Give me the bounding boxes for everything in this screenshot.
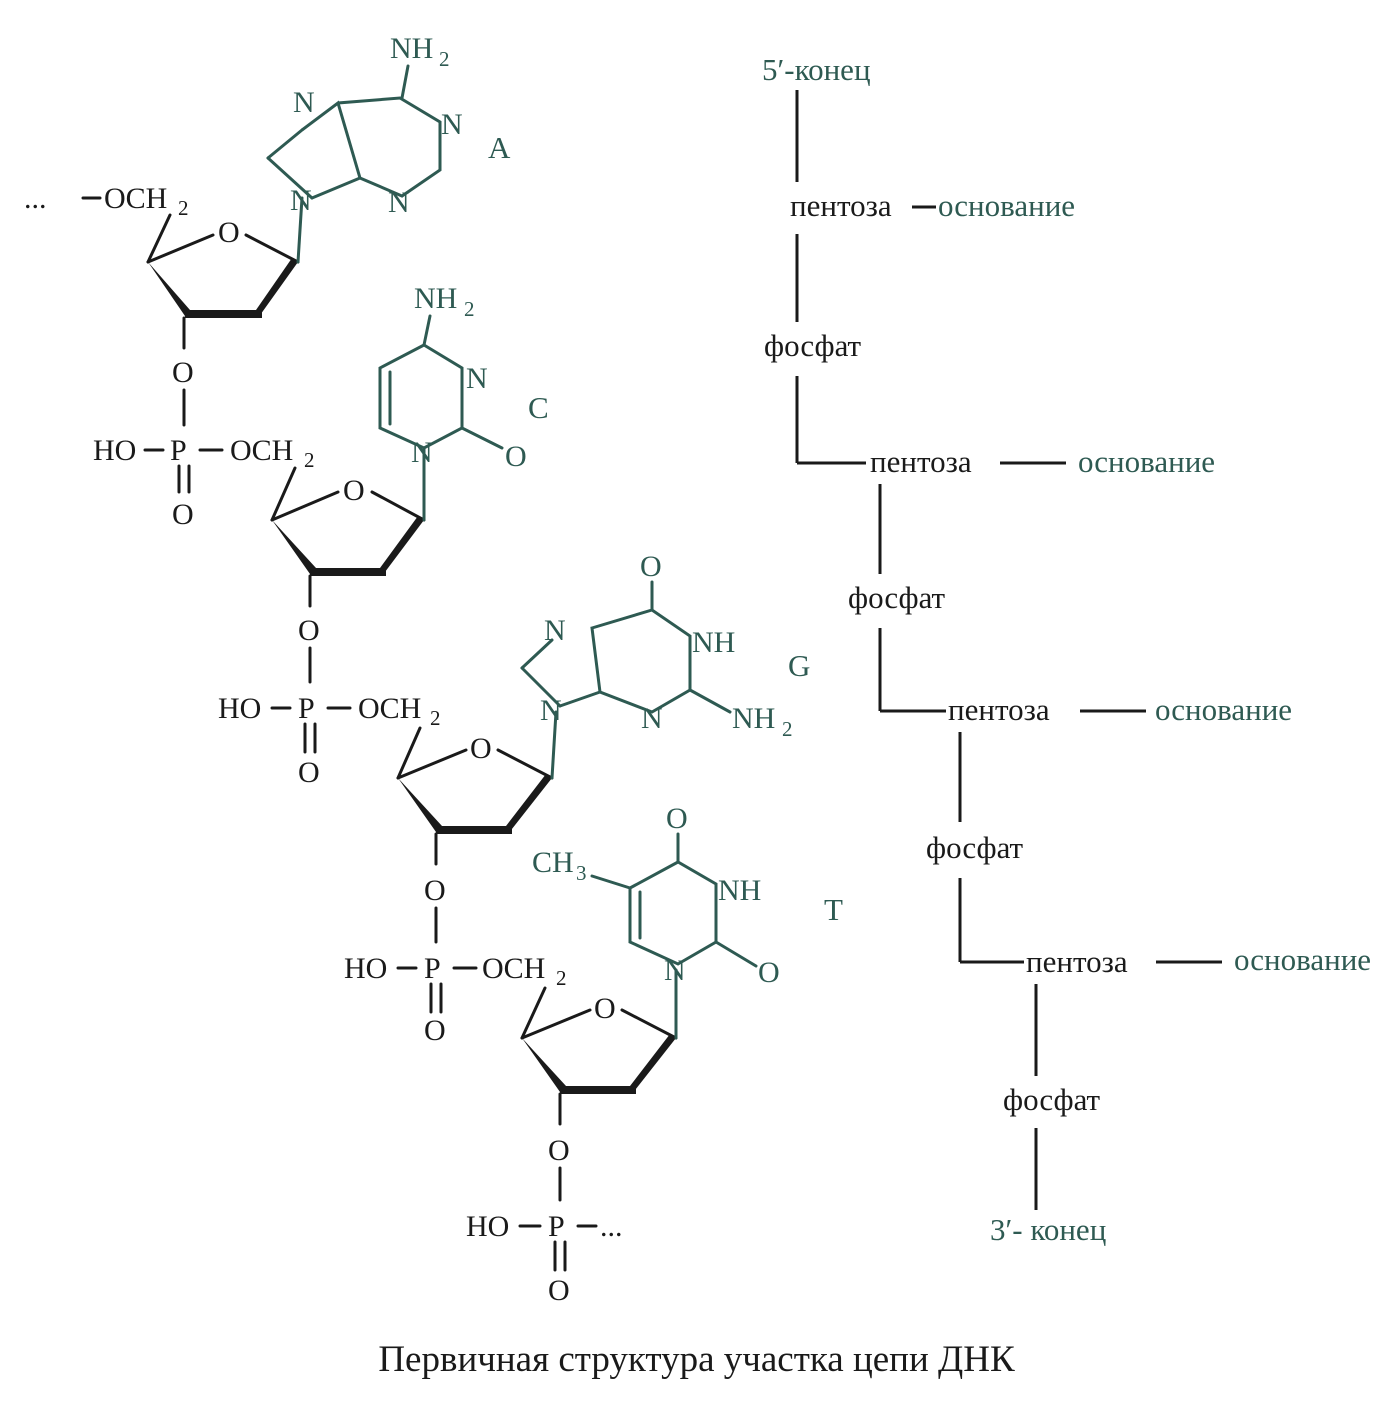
och2-subscript: 2 [178, 196, 189, 220]
n-atom: N [290, 184, 312, 217]
och2-label: OCH [358, 692, 421, 725]
nucleotide-thymine: OCH 2 O O HO P ... O [466, 952, 678, 1307]
phosphodiester-oxygen: O [298, 614, 320, 647]
och2-subscript: 2 [556, 966, 567, 990]
phosphoryl-oxygen: O [424, 1014, 446, 1047]
three-prime-end-label: 3′- конец [990, 1212, 1106, 1247]
phosphorus-label: P [170, 434, 187, 467]
hydroxyl-label: HO [466, 1210, 509, 1243]
nucleotide-cytosine: OCH 2 O O HO P O [218, 434, 426, 789]
base-label: основание [938, 188, 1075, 223]
phosphodiester-oxygen: O [548, 1134, 570, 1167]
n-atom: N [466, 362, 488, 395]
phosphate-label: фосфат [1003, 1082, 1101, 1117]
carbonyl-oxygen: O [758, 956, 780, 989]
phosphate-label: фосфат [848, 580, 946, 615]
cytosine-base: NH 2 N N O C [378, 282, 549, 522]
pentose-label: пентоза [948, 692, 1050, 727]
phosphoryl-oxygen: O [548, 1274, 570, 1307]
base-label: основание [1078, 444, 1215, 479]
base-label: основание [1234, 942, 1371, 977]
amine-subscript: 2 [464, 297, 475, 321]
n-atom: N [388, 186, 410, 219]
figure-caption: Первичная структура участка цепи ДНК [378, 1339, 1015, 1380]
phosphodiester-oxygen: O [172, 356, 194, 389]
hydroxyl-label: HO [344, 952, 387, 985]
adenine-base: NH 2 N N N N A [266, 32, 511, 264]
chain-end-dots: ... [600, 1210, 623, 1243]
och2-subscript: 2 [304, 448, 315, 472]
ring-oxygen: O [218, 216, 240, 249]
phosphodiester-oxygen: O [424, 874, 446, 907]
phosphate-label: фосфат [764, 328, 862, 363]
och2-label: OCH [482, 952, 545, 985]
pentose-label: пентоза [870, 444, 972, 479]
carbonyl-oxygen: O [505, 440, 527, 473]
amine-label: NH [414, 282, 457, 315]
guanine-base: O N NH N N NH 2 G [520, 550, 810, 780]
carbonyl-oxygen: O [666, 802, 688, 835]
hydroxyl-label: HO [93, 434, 136, 467]
base-letter-c: C [528, 390, 549, 425]
methyl-subscript: 3 [576, 861, 587, 885]
nh-label: NH [692, 626, 735, 659]
hydroxyl-label: HO [218, 692, 261, 725]
methyl-label: CH [532, 846, 574, 879]
nh-label: NH [718, 874, 761, 907]
base-label: основание [1155, 692, 1292, 727]
phosphorus-label: P [548, 1210, 565, 1243]
phosphoryl-oxygen: O [172, 498, 194, 531]
thymine-base: O CH 3 NH N O T [532, 802, 843, 1040]
chain-start-dots: ... [24, 182, 47, 215]
phosphate-label: фосфат [926, 830, 1024, 865]
ring-oxygen: O [343, 474, 365, 507]
pentose-label: пентоза [790, 188, 892, 223]
n-atom: N [544, 614, 566, 647]
nucleotide-adenine: ... OCH 2 O O HO P O [24, 182, 300, 531]
ring-oxygen: O [594, 992, 616, 1025]
phosphorus-label: P [298, 692, 315, 725]
phosphoryl-oxygen: O [298, 756, 320, 789]
pentose-label: пентоза [1026, 944, 1128, 979]
base-letter-g: G [788, 648, 810, 683]
och2-label: OCH [104, 182, 167, 215]
base-letter-a: A [488, 130, 511, 165]
amine-label: NH [390, 32, 433, 65]
base-letter-t: T [824, 892, 843, 927]
phosphorus-label: P [424, 952, 441, 985]
carbonyl-oxygen: O [640, 550, 662, 583]
n-atom: N [641, 702, 663, 735]
amine-subscript: 2 [782, 717, 793, 741]
n-atom: N [664, 954, 686, 987]
block-schema: 5′-конец пентоза основание фосфат пентоз… [762, 52, 1371, 1247]
nucleotide-guanine: OCH 2 O O HO P O [344, 692, 554, 1047]
och2-subscript: 2 [430, 706, 441, 730]
och2-label: OCH [230, 434, 293, 467]
ring-oxygen: O [470, 732, 492, 765]
five-prime-end-label: 5′-конец [762, 52, 871, 87]
amine-label: NH [732, 702, 775, 735]
n-atom: N [441, 108, 463, 141]
n-atom: N [411, 436, 433, 469]
amine-subscript: 2 [439, 47, 450, 71]
n-atom: N [293, 86, 315, 119]
n-atom: N [540, 694, 562, 727]
